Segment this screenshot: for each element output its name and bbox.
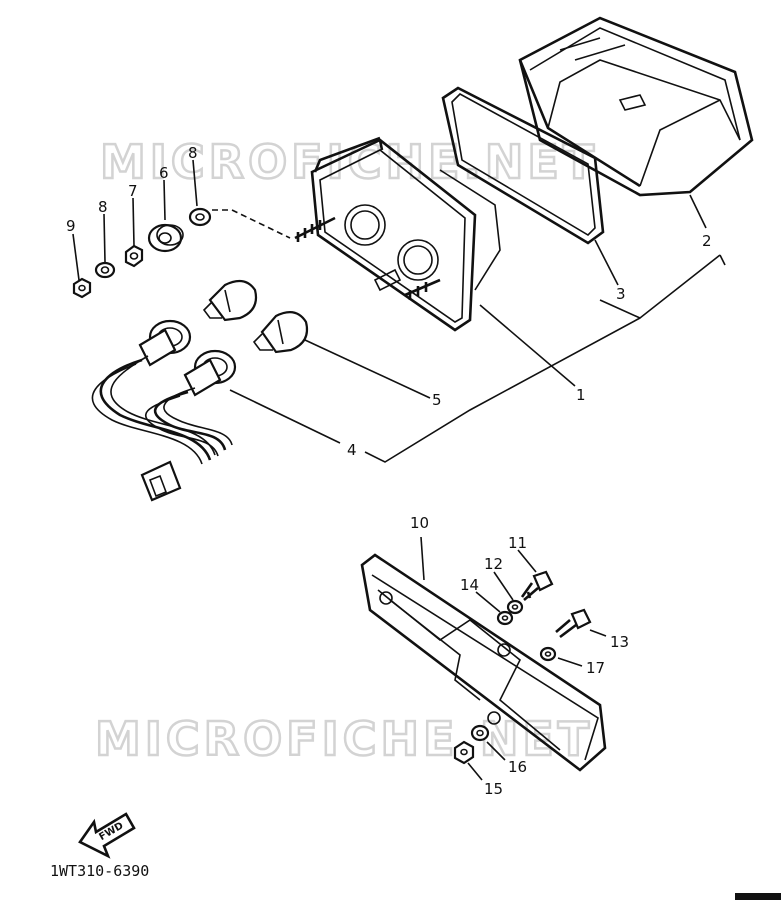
callout-8-upper: 8 <box>188 144 198 162</box>
washer-8-upper <box>188 207 212 227</box>
leader-lines <box>72 159 726 781</box>
callout-3: 3 <box>616 285 626 303</box>
washer-16 <box>470 724 490 742</box>
callout-8-lower: 8 <box>98 198 108 216</box>
socket-harness <box>91 319 237 502</box>
washer-8-lower <box>94 261 116 279</box>
bulb-upper <box>202 279 258 322</box>
callout-13: 13 <box>610 633 629 651</box>
fwd-arrow: FWD <box>78 812 136 859</box>
callout-4: 4 <box>347 441 357 459</box>
bracket-hardware <box>453 570 592 765</box>
bulb-lower <box>252 311 309 354</box>
callout-17: 17 <box>586 659 605 677</box>
nut-15 <box>453 740 475 765</box>
callout-10: 10 <box>410 514 429 532</box>
diagram-code: 1WT310-6390 <box>50 862 149 880</box>
callout-6: 6 <box>159 164 169 182</box>
bulbs <box>202 279 309 354</box>
callout-9: 9 <box>66 217 76 235</box>
callout-1: 1 <box>576 386 586 404</box>
bolt-13 <box>555 608 592 639</box>
callout-15: 15 <box>484 780 503 798</box>
callout-numbers: 1 2 3 4 5 6 7 8 8 9 10 11 12 13 14 15 16… <box>66 144 712 798</box>
callout-7: 7 <box>128 182 138 200</box>
callout-2: 2 <box>702 232 712 250</box>
washer-17 <box>539 646 557 662</box>
washer-12 <box>506 599 524 615</box>
corner-mark <box>735 893 781 900</box>
lens-gasket <box>441 86 605 245</box>
callout-11: 11 <box>508 534 527 552</box>
nut-7 <box>124 244 144 268</box>
callout-14: 14 <box>460 576 479 594</box>
nut-9 <box>72 277 92 299</box>
callout-12: 12 <box>484 555 503 573</box>
watermark-top: MICROFICHE.NET <box>100 135 598 189</box>
washer-14 <box>496 610 514 626</box>
callout-16: 16 <box>508 758 527 776</box>
license-bracket <box>360 553 607 772</box>
taillight-housing <box>294 136 501 332</box>
fastener-stack <box>72 207 291 299</box>
watermark-bottom: MICROFICHE.NET <box>95 712 593 766</box>
bolt-11 <box>520 570 554 601</box>
callout-5: 5 <box>432 391 442 409</box>
taillight-lens <box>518 16 754 197</box>
grommet-6 <box>147 223 184 253</box>
